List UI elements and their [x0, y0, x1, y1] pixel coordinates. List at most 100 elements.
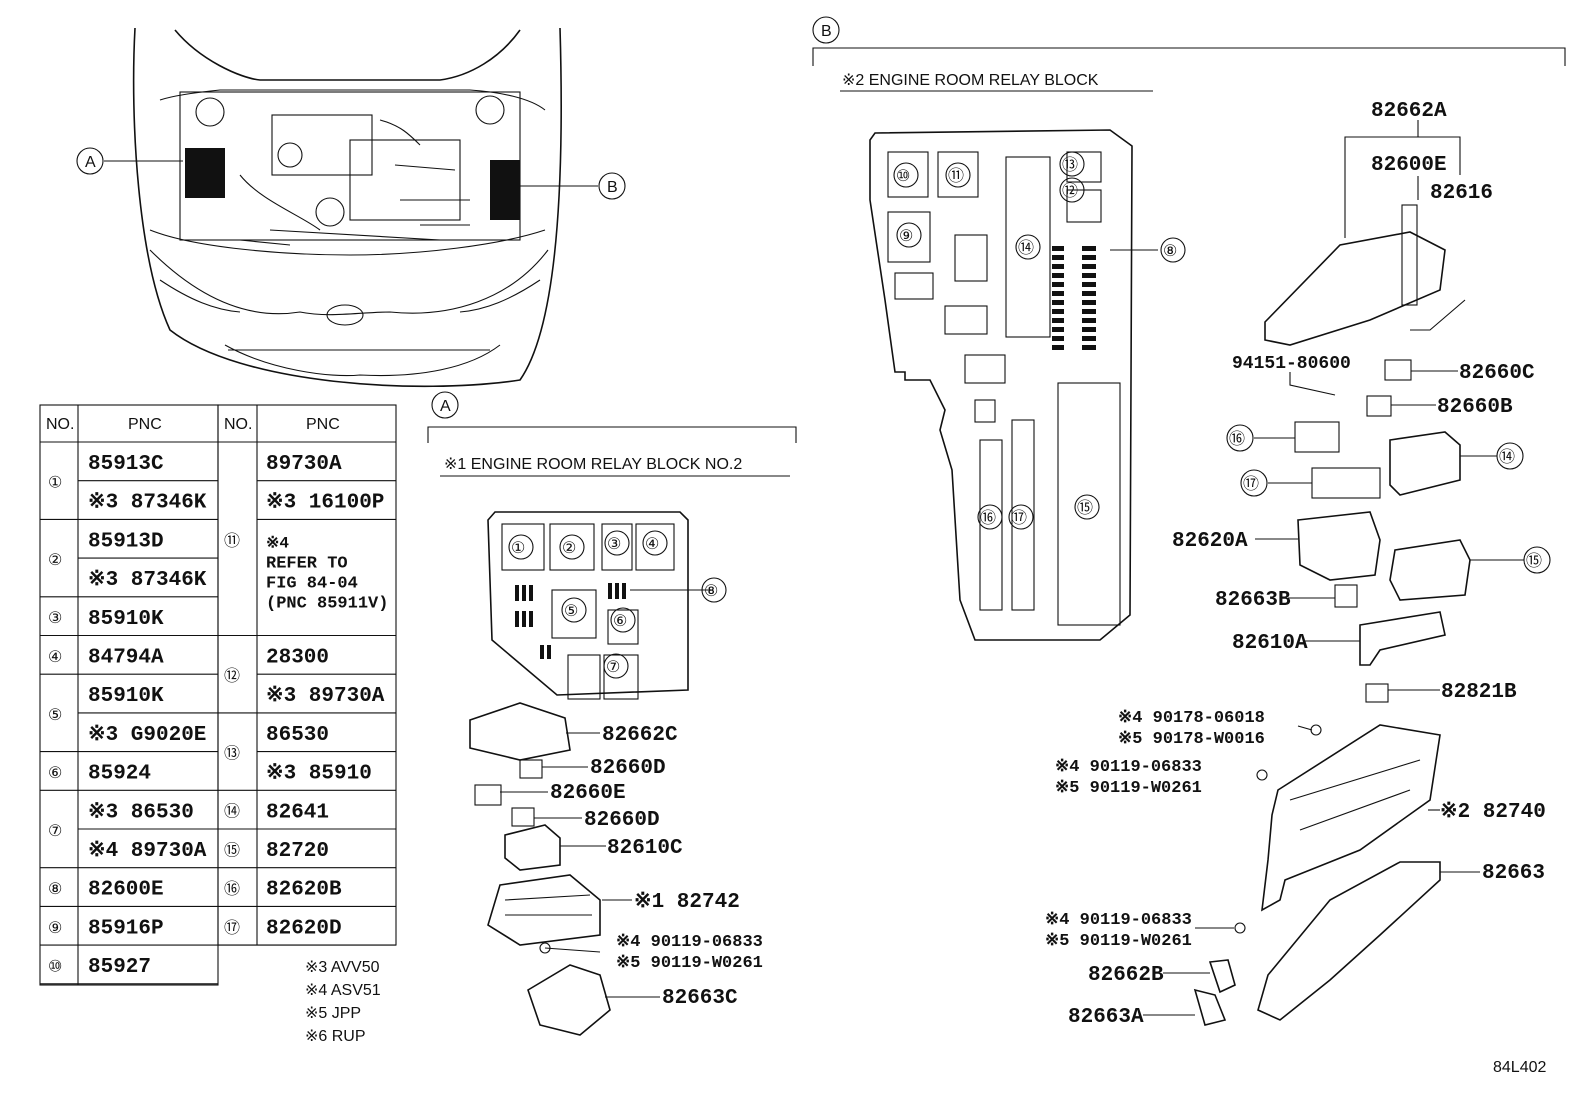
part-90119-06833-a: ※4 90119-06833 [616, 933, 763, 952]
table-pnc-cell: 85910K [88, 685, 164, 708]
table-pnc-cell: 82641 [266, 801, 329, 824]
section-b-marker: B [821, 23, 832, 40]
block-a-callout: ⑧ [704, 583, 718, 600]
table-no-left: ③ [48, 610, 62, 627]
block-b-callout: ⑬ [1062, 156, 1078, 174]
part-82740: ※2 82740 [1440, 800, 1546, 824]
block-a-callout-circle [701, 577, 727, 603]
block-b-callout-circle [1074, 494, 1100, 520]
table-pnc-cell: (PNC 85911V) [266, 594, 388, 613]
block-b-callout-circle [1160, 237, 1186, 263]
table-pnc-cell: 28300 [266, 647, 329, 670]
table-pnc-cell: 82620D [266, 917, 342, 940]
part-82662a: 82662A [1371, 100, 1447, 123]
table-no-right: ⑯ [224, 880, 240, 898]
section-b-parts: 82662A 82600E 82616 94151-80600 82660C 8… [1045, 100, 1551, 1029]
block-a-callout-circle [508, 534, 534, 560]
table-pnc-cell: 89730A [266, 453, 342, 476]
table-pnc-cell: ※3 87346K [88, 491, 207, 515]
block-a-callout-circle [603, 653, 629, 679]
section-a-marker: A [440, 398, 451, 415]
section-a-title: ※1 ENGINE ROOM RELAY BLOCK NO.2 [444, 456, 742, 473]
table-no-left: ② [48, 552, 62, 569]
callout-b-circle [598, 172, 626, 200]
table-pnc-cell: ※3 85910 [266, 762, 372, 786]
section-a-parts: 82662C 82660D 82660E 82660D 82610C ※1 82… [469, 702, 763, 1036]
part-82660d-2: 82660D [584, 809, 660, 832]
block-b-callout-circle [893, 162, 919, 188]
block-b-callout-circle [977, 504, 1003, 530]
table-no-right: ⑰ [224, 919, 240, 937]
part-82742: ※1 82742 [634, 890, 740, 914]
part-82600e: 82600E [1371, 154, 1447, 177]
table-pnc-cell: ※3 G9020E [88, 723, 206, 747]
table-pnc-cell: 86530 [266, 724, 329, 747]
part-90178-06018: ※4 90178-06018 [1118, 709, 1265, 728]
table-no-right: ⑮ [224, 841, 240, 859]
table-pnc-cell: 85916P [88, 917, 164, 940]
part-82662b: 82662B [1088, 964, 1164, 987]
part-90119-w0261-c: ※5 90119-W0261 [1045, 932, 1192, 951]
block-b-callout: ⑰ [1011, 509, 1027, 527]
table-pnc-cell: 85924 [88, 763, 151, 786]
block-b-callout: ⑨ [899, 228, 913, 245]
table-no-left: ⑨ [48, 920, 62, 937]
block-a-callout: ② [562, 540, 576, 557]
table-no-left: ① [48, 475, 62, 492]
table-pnc-cell: ※3 16100P [266, 491, 384, 515]
table-pnc-cell: 85910K [88, 608, 164, 631]
table-no-right: ⑪ [224, 532, 240, 550]
block-a-callout-circle [610, 607, 636, 633]
note-6: ※6 RUP [305, 1028, 366, 1045]
part-94151-80600: 94151-80600 [1232, 354, 1351, 374]
callout-b-label: B [607, 179, 618, 196]
part-90119-w0261-a: ※5 90119-W0261 [616, 954, 763, 973]
part-17-callout: ⑰ [1243, 475, 1259, 493]
part-14-callout: ⑭ [1499, 448, 1515, 466]
part-82663: 82663 [1482, 862, 1545, 885]
block-a-callout-circle [642, 530, 668, 556]
table-pnc-cell: 85913C [88, 453, 164, 476]
section-b-title: ※2 ENGINE ROOM RELAY BLOCK [842, 72, 1099, 89]
part-90119-06833-b: ※4 90119-06833 [1055, 758, 1202, 777]
block-a-callout-circle [604, 530, 630, 556]
part-82662c: 82662C [602, 724, 678, 747]
part-82663c: 82663C [662, 987, 738, 1010]
table-no-left: ⑧ [48, 881, 62, 898]
table-no-right: ⑬ [224, 745, 240, 763]
table-pnc-cell: 84794A [88, 647, 164, 670]
table-pnc-cell: FIG 84-04 [266, 574, 358, 593]
table-pnc-cell: ※3 87346K [88, 568, 207, 592]
part-82610a: 82610A [1232, 632, 1308, 655]
part-82620a: 82620A [1172, 530, 1248, 553]
block-a-callout: ⑥ [613, 613, 627, 630]
part-82660e: 82660E [550, 782, 626, 805]
block-b-callout: ⑧ [1163, 243, 1177, 260]
block-b-callout: ⑭ [1018, 239, 1034, 257]
table-no-left: ⑦ [48, 823, 62, 840]
block-b-callout: ⑮ [1077, 499, 1093, 517]
block-b-callout: ⑯ [980, 509, 996, 527]
table-header-pnc-left: PNC [128, 416, 162, 433]
block-a-callout: ④ [645, 536, 659, 553]
block-b-callout-circle [1059, 177, 1085, 203]
section-a-marker-circle [431, 391, 459, 419]
table-pnc-cell: 82620B [266, 879, 342, 902]
block-b-callout-circle [1059, 151, 1085, 177]
note-5: ※5 JPP [305, 1005, 361, 1022]
table-no-right: ⑫ [224, 667, 240, 685]
block-a-callout: ⑦ [606, 659, 620, 676]
block-a-callout: ⑤ [564, 603, 578, 620]
table-pnc-cell: 85927 [88, 956, 151, 979]
table-header-pnc-right: PNC [306, 416, 340, 433]
part-82660c: 82660C [1459, 362, 1535, 385]
part-82663a: 82663A [1068, 1006, 1144, 1029]
table-no-left: ⑥ [48, 765, 62, 782]
block-b-callout-circle [945, 162, 971, 188]
table-no-right: ⑭ [224, 803, 240, 821]
part-82610c: 82610C [607, 837, 683, 860]
table-pnc-cell: 82600E [88, 879, 164, 902]
